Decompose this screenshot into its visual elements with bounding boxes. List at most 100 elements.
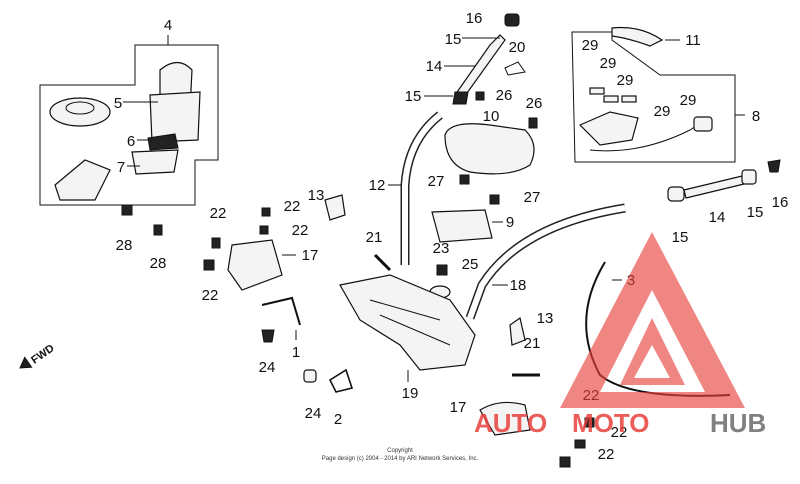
callout-23: 23: [433, 240, 450, 257]
handlebar-right-18-fill: [467, 205, 626, 320]
switch-cover-11: [611, 26, 664, 47]
cable-guide-2: [328, 368, 354, 393]
clip-13-left: [324, 194, 346, 221]
callout-10: 10: [483, 108, 500, 125]
cable-end-16-right: [767, 159, 781, 173]
callout-15c: 15: [672, 229, 689, 246]
fwd-arrow: FWD: [19, 342, 57, 369]
callout-8: 8: [752, 108, 760, 125]
ignition-cover-detail: [65, 101, 95, 115]
callout-18: 18: [510, 277, 527, 294]
screw-22c: [211, 237, 221, 249]
contact-part-6: [147, 133, 179, 151]
screw-22b: [259, 225, 269, 235]
callout-21b: 21: [524, 335, 541, 352]
screw-22a: [261, 207, 271, 217]
watermark-triangle-logo: [560, 232, 745, 408]
callout-29d: 29: [680, 92, 697, 109]
automotohub-watermark: AUTO MOTO HUB: [474, 232, 766, 438]
clip-13-right: [509, 316, 526, 346]
callout-15b: 15: [405, 88, 422, 105]
callout-20: 20: [509, 39, 526, 56]
handlebar-left-12-fill: [402, 112, 442, 265]
callout-7: 7: [117, 159, 125, 176]
callout-16a: 16: [466, 10, 483, 27]
screw-29c: [621, 95, 637, 103]
screw-22f: [574, 439, 586, 449]
callout-11: 11: [685, 32, 701, 49]
callout-4: 4: [164, 17, 172, 34]
switch-body-part: [149, 91, 201, 143]
screw-22e: [584, 417, 595, 428]
bracket-17-right: [479, 401, 531, 436]
throttle-cable-14-top: [454, 34, 506, 101]
callout-29a: 29: [582, 37, 599, 54]
cable-holder-1: [261, 296, 301, 326]
callout-25: 25: [462, 256, 479, 273]
group-box-4: [39, 44, 219, 206]
callout-28a: 28: [116, 237, 133, 254]
callout-15d: 15: [747, 204, 764, 221]
callout-24a: 24: [259, 359, 276, 376]
handlebar-right-18: [465, 203, 626, 320]
callout-13a: 13: [308, 187, 325, 204]
callout-28b: 28: [150, 255, 167, 272]
bolt-28a: [121, 204, 133, 216]
callout-22b: 22: [292, 222, 309, 239]
cable-end-16-top: [504, 13, 520, 27]
callout-14a: 14: [426, 58, 443, 75]
callout-22a: 22: [284, 198, 301, 215]
callout-9: 9: [506, 214, 514, 231]
callout-13b: 13: [537, 310, 554, 327]
callout-22g: 22: [598, 446, 615, 463]
screw-26a: [475, 91, 485, 101]
watermark-word-auto: AUTO: [474, 408, 547, 438]
switch-housing-part: [578, 111, 639, 146]
nut-15-top: [452, 91, 469, 105]
screw-27b: [489, 194, 500, 205]
callout-27a: 27: [428, 173, 445, 190]
screw-26b: [528, 117, 538, 129]
bracket-part: [54, 159, 111, 201]
nut-15-right: [741, 169, 757, 185]
callout-19: 19: [402, 385, 419, 402]
callout-24b: 24: [305, 405, 322, 422]
ignition-cover-part: [49, 97, 111, 127]
clip-20: [504, 61, 526, 76]
callout-29b: 29: [600, 55, 617, 72]
watermark-inner-triangle: [620, 318, 685, 385]
screw-29a: [589, 87, 605, 95]
copyright-line1: Copyright: [387, 448, 413, 454]
callout-5: 5: [114, 95, 122, 112]
screw-22g: [559, 456, 571, 468]
callout-15a: 15: [445, 31, 462, 48]
callout-22c: 22: [210, 205, 227, 222]
watermark-word-moto: MOTO: [572, 408, 650, 438]
callout-27b: 27: [524, 189, 541, 206]
callout-16b: 16: [772, 194, 789, 211]
callout-12: 12: [369, 177, 386, 194]
screw-22d: [203, 259, 215, 271]
switch-wire: [589, 119, 706, 152]
clutch-cable-14-right: [683, 175, 745, 199]
contact-part-7: [131, 149, 179, 175]
callout-22d: 22: [202, 287, 219, 304]
callout-17b: 17: [450, 399, 467, 416]
callout-14b: 14: [709, 209, 726, 226]
bolt-28b: [153, 224, 163, 236]
bracket-17-left: [227, 239, 283, 291]
top-bridge-detail: [369, 299, 451, 346]
callout-17a: 17: [302, 247, 319, 264]
switch-connector: [693, 116, 713, 132]
top-bridge-19: [339, 274, 476, 371]
callout-6: 6: [127, 133, 135, 150]
watermark-word-hub: HUB: [710, 408, 766, 438]
callout-21a: 21: [366, 229, 383, 246]
screw-27a: [459, 174, 470, 185]
callout-29c: 29: [617, 72, 634, 89]
callout-2: 2: [334, 411, 342, 428]
cable-end-15-right: [667, 186, 685, 202]
fwd-label: FWD: [29, 342, 56, 366]
